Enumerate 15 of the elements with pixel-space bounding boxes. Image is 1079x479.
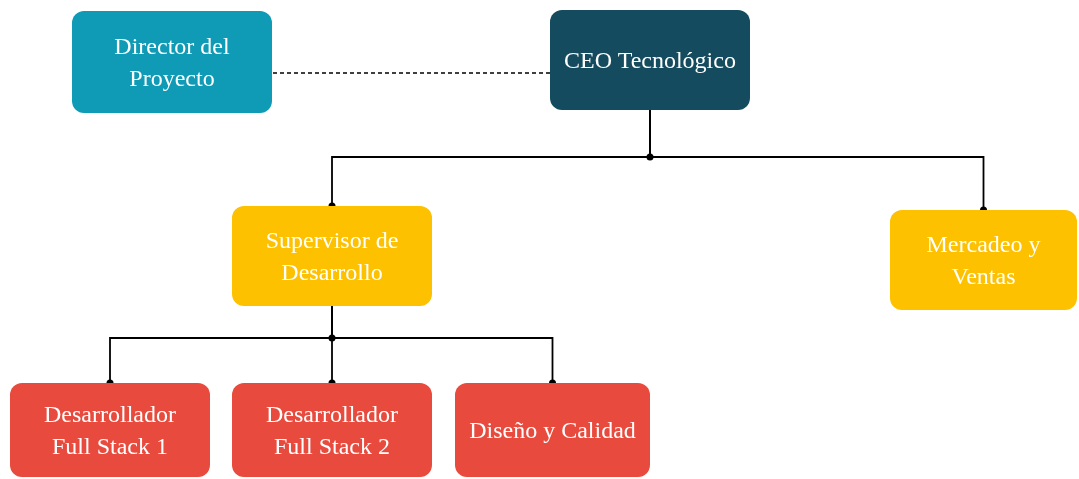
org-box bbox=[550, 10, 750, 110]
org-box bbox=[10, 383, 210, 477]
org-box bbox=[232, 383, 432, 477]
role-title: Desarrollador Full Stack 1 bbox=[43, 399, 177, 461]
org-box bbox=[890, 210, 1077, 310]
role-title: Diseño y Calidad bbox=[469, 415, 636, 445]
org-box bbox=[455, 383, 650, 477]
role-title: CEO Tecnológico bbox=[564, 45, 736, 75]
dashed-connector bbox=[271, 72, 551, 74]
role-title: Director del Proyecto bbox=[113, 31, 231, 93]
role-title: Supervisor de Desarrollo bbox=[264, 225, 400, 287]
org-box bbox=[72, 11, 272, 113]
role-title: Desarrollador Full Stack 2 bbox=[265, 399, 399, 461]
org-box bbox=[232, 206, 432, 306]
role-title: Mercadeo y Ventas bbox=[925, 229, 1042, 291]
